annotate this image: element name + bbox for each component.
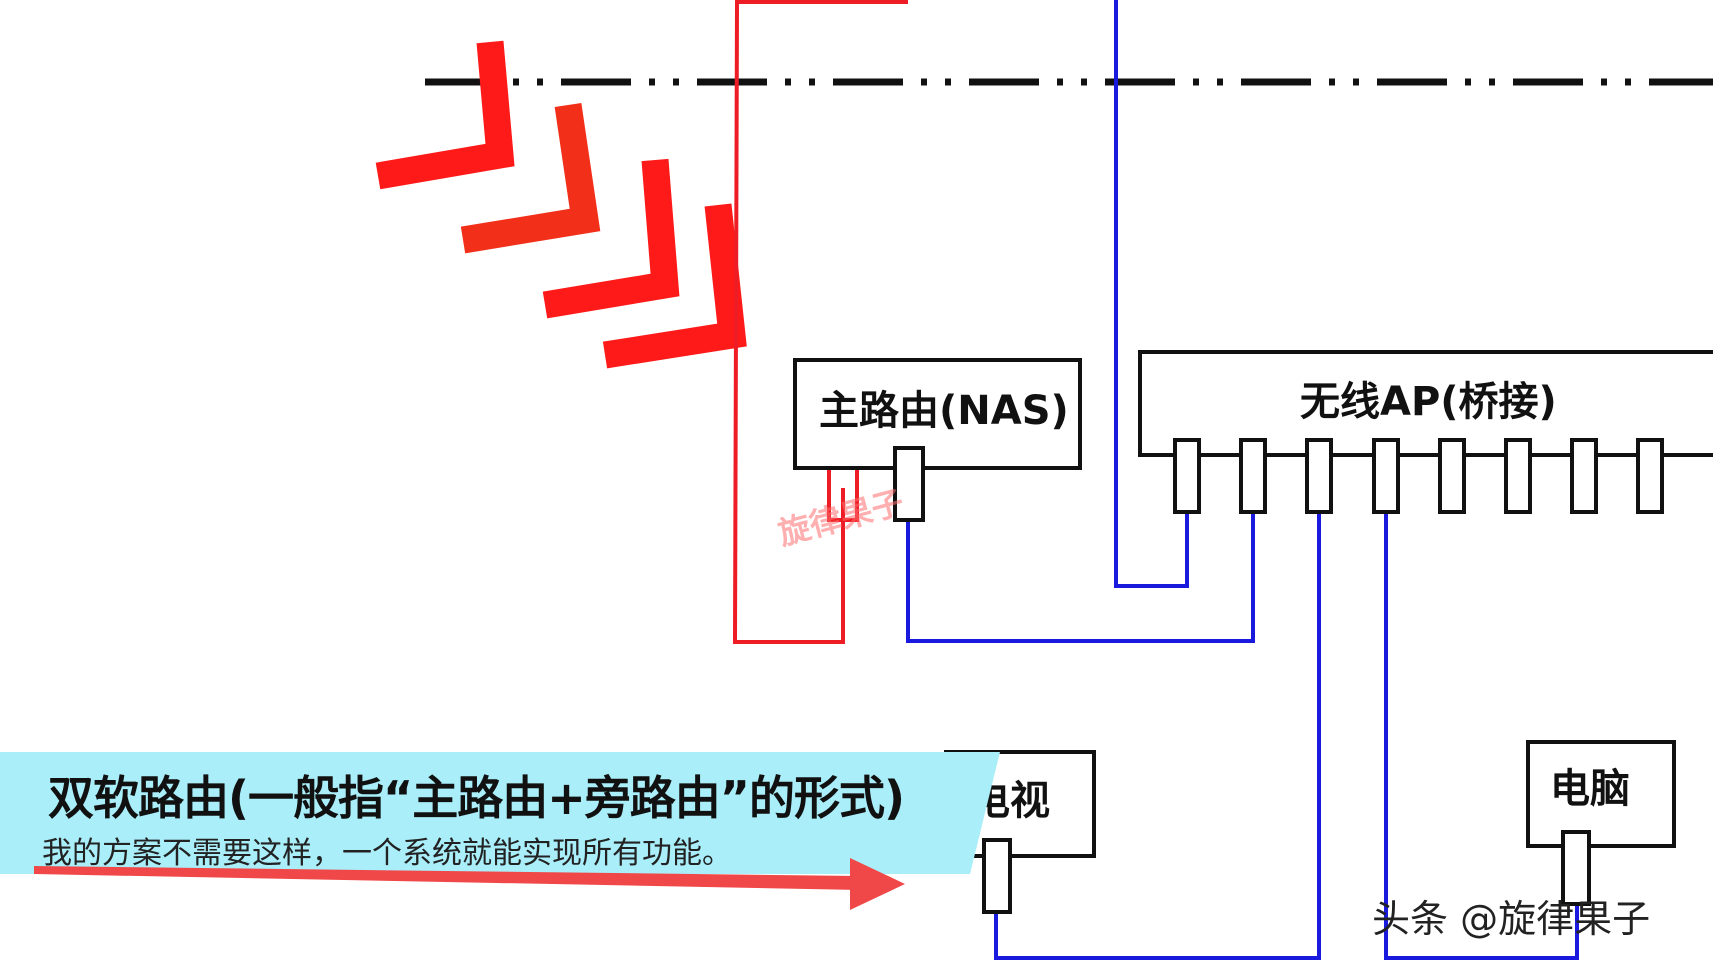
wireless-ap-box: 无线AP(桥接)	[1138, 350, 1713, 514]
tv-port	[982, 838, 1012, 914]
main-router-label: 主路由(NAS)	[819, 388, 1069, 434]
main-router-box: 主路由(NAS)	[793, 358, 1082, 522]
wireless-ap-label: 无线AP(桥接)	[1300, 379, 1557, 425]
chevron-2	[460, 103, 601, 254]
nas-port-black	[893, 446, 925, 522]
chevron-4	[602, 203, 747, 369]
chevron-3	[542, 158, 680, 319]
computer-port	[1561, 830, 1591, 906]
caption-title: 双软路由(一般指“主路由+旁路由”的形式)	[48, 771, 905, 825]
wire-ap-tv	[994, 510, 1321, 960]
caption-subtitle: 我的方案不需要这样，一个系统就能实现所有功能。	[42, 836, 732, 871]
wire-nas-ap	[906, 510, 1255, 643]
source-credit: 头条 @旋律果子	[1372, 897, 1651, 941]
wire-uplink	[1114, 0, 1189, 588]
arrow-head-icon	[850, 858, 905, 910]
computer-box: 电脑	[1526, 740, 1676, 906]
ap-ports	[1173, 438, 1664, 514]
red-chevron-arrows	[375, 40, 747, 369]
computer-label: 电脑	[1550, 766, 1630, 812]
caption-panel	[0, 752, 1000, 874]
chevron-1	[375, 40, 515, 190]
wire-ap-pc	[1384, 510, 1579, 960]
arrow-shaft	[34, 866, 860, 890]
blue-wires	[906, 0, 1579, 960]
